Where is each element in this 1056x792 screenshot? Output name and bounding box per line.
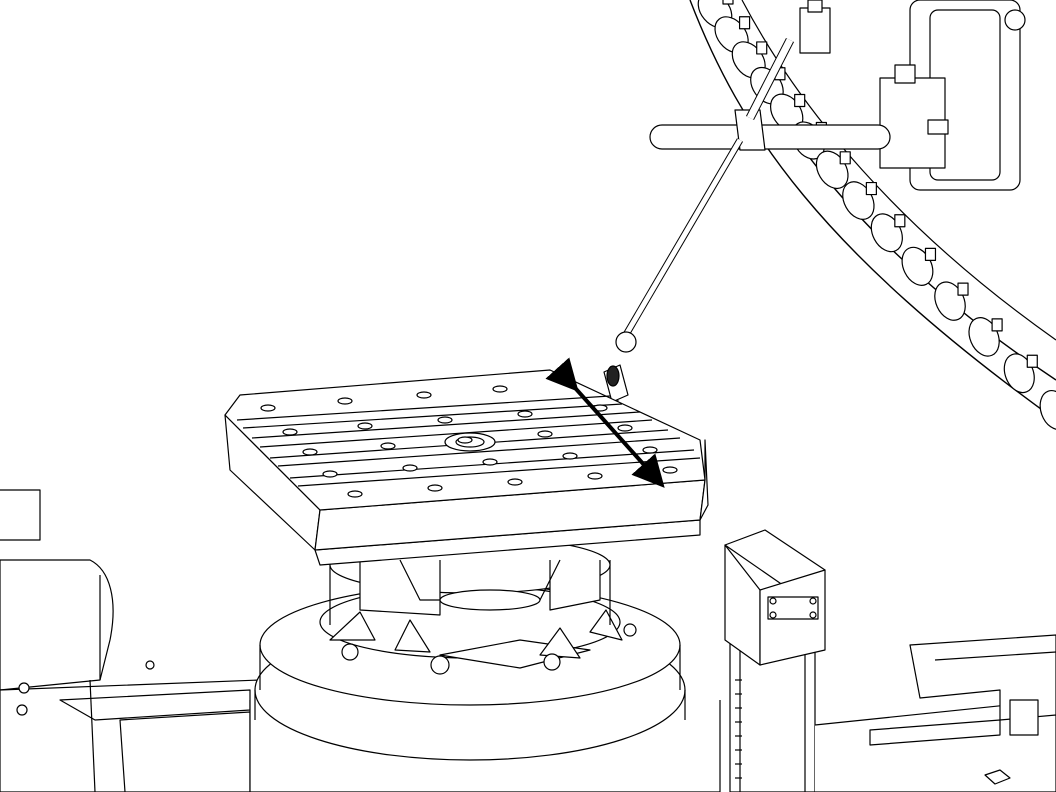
dial-indicator-arm [603,37,891,413]
bolt-hole [380,442,396,450]
tool-pocket-latch [794,93,806,108]
bolt-hole [282,428,298,436]
tool-changer-carousel [689,0,1056,430]
bolt-hole [322,470,338,478]
bolt-hole [507,478,523,486]
probe-column [724,529,826,792]
tool-pocket [1039,390,1056,430]
indicator-pivot [615,331,637,353]
bolt-hole [492,385,508,393]
bolt-hole [662,466,678,474]
pallet-table [224,369,709,566]
tool-pocket-latch [1026,354,1038,368]
bolt-hole [517,410,533,418]
bolt-hole [347,490,363,498]
bolt-hole [562,452,578,460]
measurement-direction-arrow [545,357,665,488]
bolt-hole [457,436,473,444]
bolt-hole [617,424,633,432]
column-scale [735,679,742,779]
bolt-hole [402,464,418,472]
tool-pocket-latch [722,0,734,5]
bolt-hole [537,430,553,438]
tool-pocket-latch [738,16,751,30]
tool-pocket-latch [957,282,969,296]
bolt-hole [482,458,498,466]
machine-guard-right [814,634,1056,792]
bolt-hole [302,448,318,456]
bolt-hole [416,391,432,399]
bolt-hole [587,472,603,480]
tool-pocket-latch [894,214,906,228]
tool-pocket-latch [839,151,851,165]
bolt-hole [337,397,353,405]
tool-pocket-latch [924,247,937,261]
bolt-hole [642,446,658,454]
machine-base-left [0,489,261,792]
tool-pocket-latch [756,41,768,55]
tool-pocket-latch [991,318,1003,332]
bolt-hole [437,416,453,424]
bolt-hole [427,484,443,492]
spindle-bar [649,124,891,150]
bolt-hole [357,422,373,430]
rotary-table-base [249,536,721,792]
tool-pocket-latch [865,181,877,196]
bolt-hole [260,404,276,412]
